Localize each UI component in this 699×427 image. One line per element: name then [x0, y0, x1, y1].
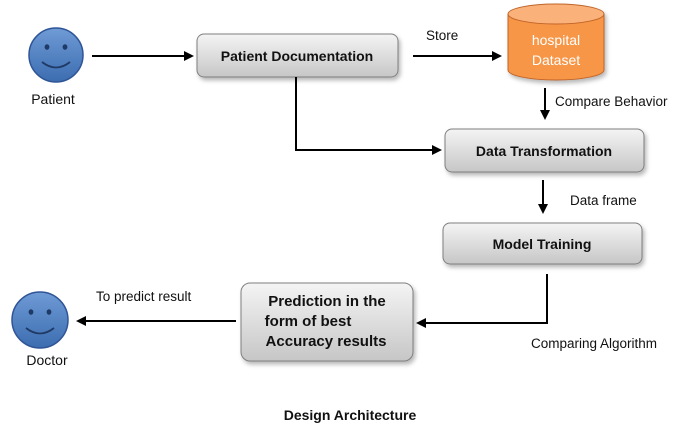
doctor-label: Doctor [26, 352, 68, 368]
model-training-box [442, 222, 643, 265]
patient-smiley-icon [28, 27, 84, 83]
data-transformation-box [444, 128, 645, 173]
prediction-box [240, 282, 414, 362]
data-transformation-label: Data Transformation [476, 143, 612, 159]
patient-label: Patient [31, 91, 75, 107]
prediction-label-line1: Prediction in the [268, 293, 386, 310]
database-label-line2: Dataset [532, 52, 580, 68]
diagram-caption: Design Architecture [284, 407, 417, 423]
model-training-label: Model Training [493, 236, 592, 252]
store-edge-label: Store [426, 28, 458, 43]
patient-documentation-label: Patient Documentation [221, 48, 373, 64]
arrow-documentation-to-transformation [295, 77, 442, 155]
patient-documentation-box [196, 33, 399, 78]
database-label-line1: hospital [532, 32, 580, 48]
to-predict-result-edge-label: To predict result [96, 289, 192, 304]
compare-behavior-edge-label: Compare Behavior [555, 94, 668, 109]
comparing-algorithm-edge-label: Comparing Algorithm [531, 336, 657, 351]
prediction-label-line2: form of best [265, 313, 352, 330]
hospital-dataset-database-icon [507, 3, 605, 81]
prediction-label-line3: Accuracy results [266, 333, 387, 350]
doctor-smiley-icon [11, 291, 69, 349]
data-frame-edge-label: Data frame [570, 193, 637, 208]
arrow-comparing-algorithm [416, 274, 548, 328]
